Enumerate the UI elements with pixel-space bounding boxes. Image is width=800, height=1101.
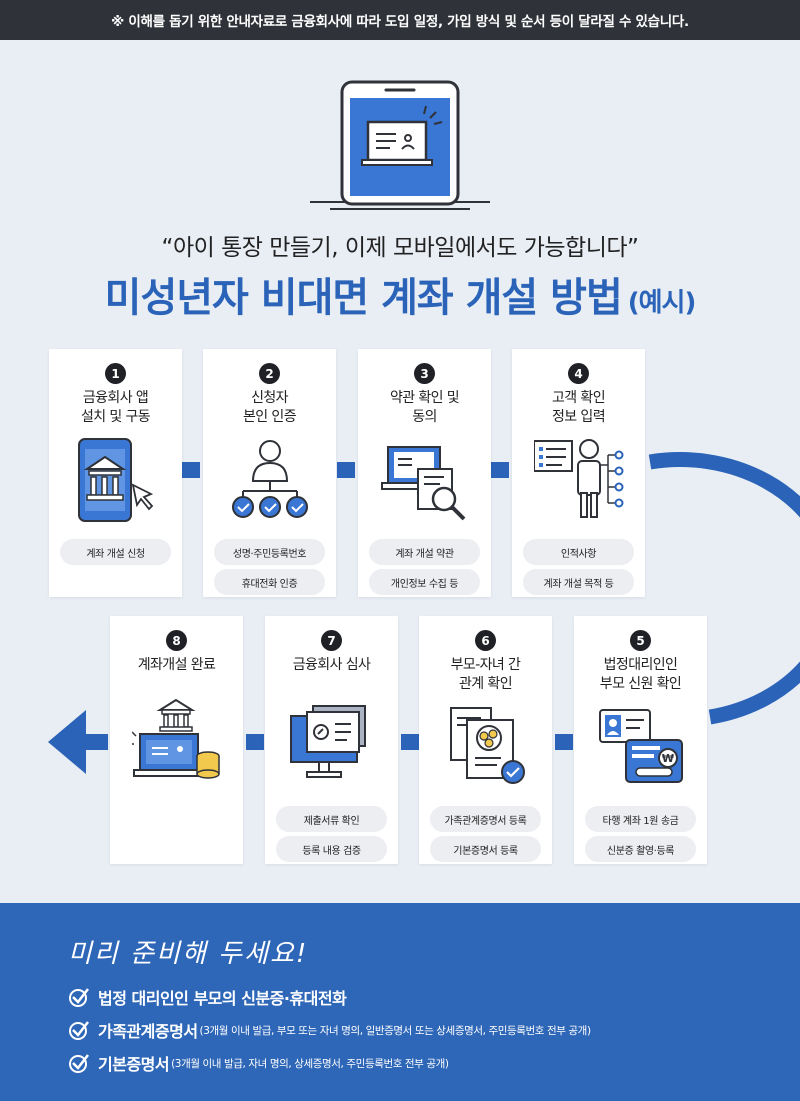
step-pill: 기본증명서 등록 [430,836,541,862]
step-pill: 계좌 개설 목적 등 [523,569,634,595]
step-pill: 계좌 개설 신청 [60,539,171,565]
title-suffix: (예시) [627,288,697,318]
monitor-review-icon [290,705,366,778]
step-pill: 가족관계증명서 등록 [430,806,541,832]
id-card-icon: ₩ [599,709,683,783]
step-pill: 계좌 개설 약관 [369,539,480,565]
flow-arrow [48,452,800,774]
check-circle-icon [69,1054,89,1073]
page-title: 미성년자 비대면 계좌 개설 방법(예시) [0,265,800,323]
connector [337,462,355,478]
step-card-8: 8 계좌개설 완료 [110,616,243,864]
prepare-list: 법정 대리인인 부모의 신분증·휴대전화 가족관계증명서 (3개월 이내 발급,… [68,985,591,1084]
connector [401,734,419,750]
connector [555,734,573,750]
step-pill: 성명·주민등록번호 [214,539,325,565]
document-search-icon [381,446,466,521]
step-pill: 휴대전화 인증 [214,569,325,595]
step-pill: 등록 내용 검증 [276,836,387,862]
laptop-bank-coins-icon [132,698,220,779]
title-main: 미성년자 비대면 계좌 개설 방법 [104,275,623,321]
step-pill: 개인정보 수집 등 [369,569,480,595]
connector [182,462,200,478]
person-check-icon [232,440,308,518]
check-circle-icon [69,1021,89,1040]
prepare-item: 기본증명서 (3개월 이내 발급, 자녀 명의, 상세증명서, 주민등록번호 전… [68,1051,591,1075]
notice-text: ※ 이해를 돕기 위한 안내자료로 금융회사에 따라 도입 일정, 가입 방식 … [111,14,689,30]
step-number: 1 [105,363,126,384]
step-title: 계좌개설 완료 [137,657,216,673]
svg-text:₩: ₩ [662,752,674,765]
step-pill: 제출서류 확인 [276,806,387,832]
check-circle-icon [69,988,89,1007]
prepare-item-title: 기본증명서 [98,1055,170,1074]
step-pill: 타행 계좌 1원 송금 [585,806,696,832]
step-number: 8 [166,630,187,651]
step-number: 7 [321,630,342,651]
step-card-7: 7 금융회사 심사 제출서류 확인 등록 내용 검증 [265,616,398,864]
bank-phone-icon [78,438,154,522]
step-number: 2 [259,363,280,384]
notice-bar: ※ 이해를 돕기 위한 안내자료로 금융회사에 따라 도입 일정, 가입 방식 … [0,0,800,40]
step-number: 3 [414,363,435,384]
prepare-section: 미리 준비해 두세요! 법정 대리인인 부모의 신분증·휴대전화 가족관계증명서… [0,903,800,1101]
prepare-item-title: 법정 대리인인 부모의 신분증·휴대전화 [98,989,347,1008]
step-number: 5 [630,630,651,651]
prepare-item: 법정 대리인인 부모의 신분증·휴대전화 [68,985,591,1009]
prepare-item-title: 가족관계증명서 [98,1022,198,1041]
step-pill: 신분증 촬영·등록 [585,836,696,862]
quote: “아이 통장 만들기, 이제 모바일에서도 가능합니다” [161,235,639,261]
form-person-icon [534,439,624,518]
phone-laptop-icon [310,80,490,210]
prepare-item: 가족관계증명서 (3개월 이내 발급, 부모 또는 자녀 명의, 일반증명서 또… [68,1018,591,1042]
step-number: 4 [568,363,589,384]
prepare-item-note: (3개월 이내 발급, 자녀 명의, 상세증명서, 주민등록번호 전부 공개) [171,1057,449,1070]
prepare-item-note: (3개월 이내 발급, 부모 또는 자녀 명의, 일반증명서 또는 상세증명서,… [199,1024,592,1037]
step-title: 금융회사 심사 [292,657,371,673]
connector [246,734,264,750]
step-pill: 인적사항 [523,539,634,565]
connector [491,462,509,478]
prepare-heading: 미리 준비해 두세요! [68,939,309,969]
family-document-icon [450,707,525,784]
step-number: 6 [475,630,496,651]
